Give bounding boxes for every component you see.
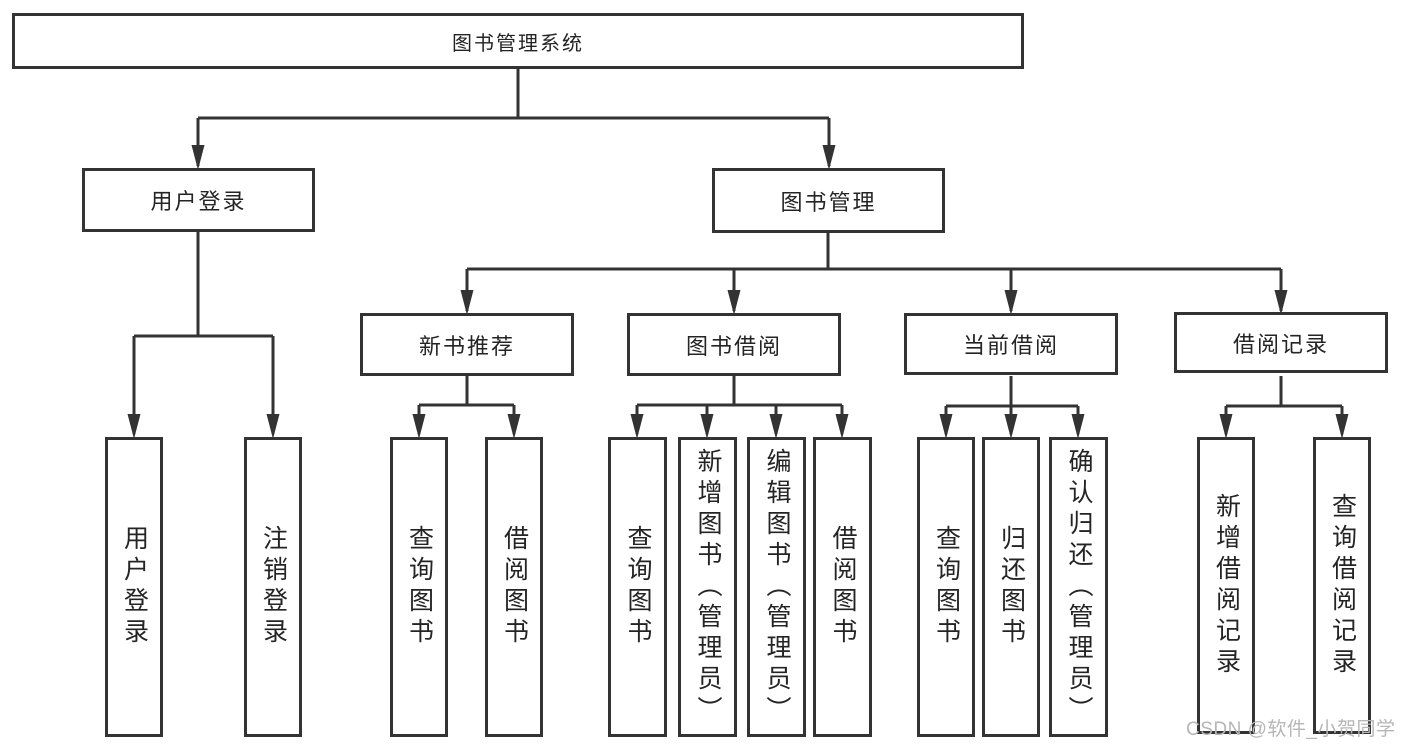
- arrow-down-icon: [412, 414, 426, 439]
- leaf-user-login: 用户登录: [105, 437, 163, 737]
- leaf-borrow-query-books: 查询图书: [608, 437, 667, 737]
- arrow-down-icon: [835, 414, 849, 439]
- leaf-records-add-record: 新增借阅记录: [1197, 437, 1255, 734]
- leaf-borrow-edit-books-admin: 编辑图书（管理员）: [747, 437, 806, 737]
- leaf-current-query-books: 查询图书: [917, 437, 975, 737]
- arrow-down-icon: [630, 414, 644, 439]
- arrow-down-icon: [1004, 414, 1018, 439]
- csdn-watermark: CSDN @软件_小贺同学: [1186, 719, 1396, 740]
- arrow-down-icon: [1335, 414, 1349, 439]
- node-book-borrow: 图书借阅: [627, 313, 841, 376]
- arrow-down-icon: [1071, 414, 1085, 439]
- arrow-down-icon: [769, 414, 783, 439]
- leaf-logout: 注销登录: [244, 437, 302, 737]
- leaf-newbook-query-books: 查询图书: [390, 437, 448, 737]
- node-user-login: 用户登录: [82, 168, 315, 232]
- arrow-down-icon: [1274, 290, 1288, 315]
- arrow-down-icon: [700, 414, 714, 439]
- arrow-down-icon: [460, 290, 474, 315]
- connector-lines: [132, 69, 1344, 434]
- leaf-borrow-add-books-admin: 新增图书（管理员）: [678, 437, 737, 737]
- node-borrow-records: 借阅记录: [1174, 312, 1388, 373]
- leaf-borrow-borrow-books: 借阅图书: [813, 437, 872, 737]
- node-new-book-recommend: 新书推荐: [360, 313, 574, 376]
- leaf-newbook-borrow-books: 借阅图书: [485, 437, 543, 737]
- node-root-system: 图书管理系统: [12, 13, 1024, 69]
- arrow-down-icon: [1219, 414, 1233, 439]
- leaf-current-confirm-return-admin: 确认归还（管理员）: [1049, 437, 1108, 737]
- arrow-down-icon: [822, 145, 836, 170]
- node-current-borrow: 当前借阅: [904, 313, 1118, 375]
- arrow-down-icon: [507, 414, 521, 439]
- arrow-down-icon: [1004, 290, 1018, 315]
- arrow-down-icon: [191, 145, 205, 170]
- arrow-down-icon: [127, 414, 141, 439]
- arrowheads: [127, 145, 1349, 439]
- arrow-down-icon: [266, 414, 280, 439]
- leaf-records-query-record: 查询借阅记录: [1313, 437, 1371, 734]
- arrow-down-icon: [939, 414, 953, 439]
- arrow-down-icon: [727, 290, 741, 315]
- leaf-current-return-books: 归还图书: [982, 437, 1040, 737]
- node-book-management: 图书管理: [712, 168, 945, 233]
